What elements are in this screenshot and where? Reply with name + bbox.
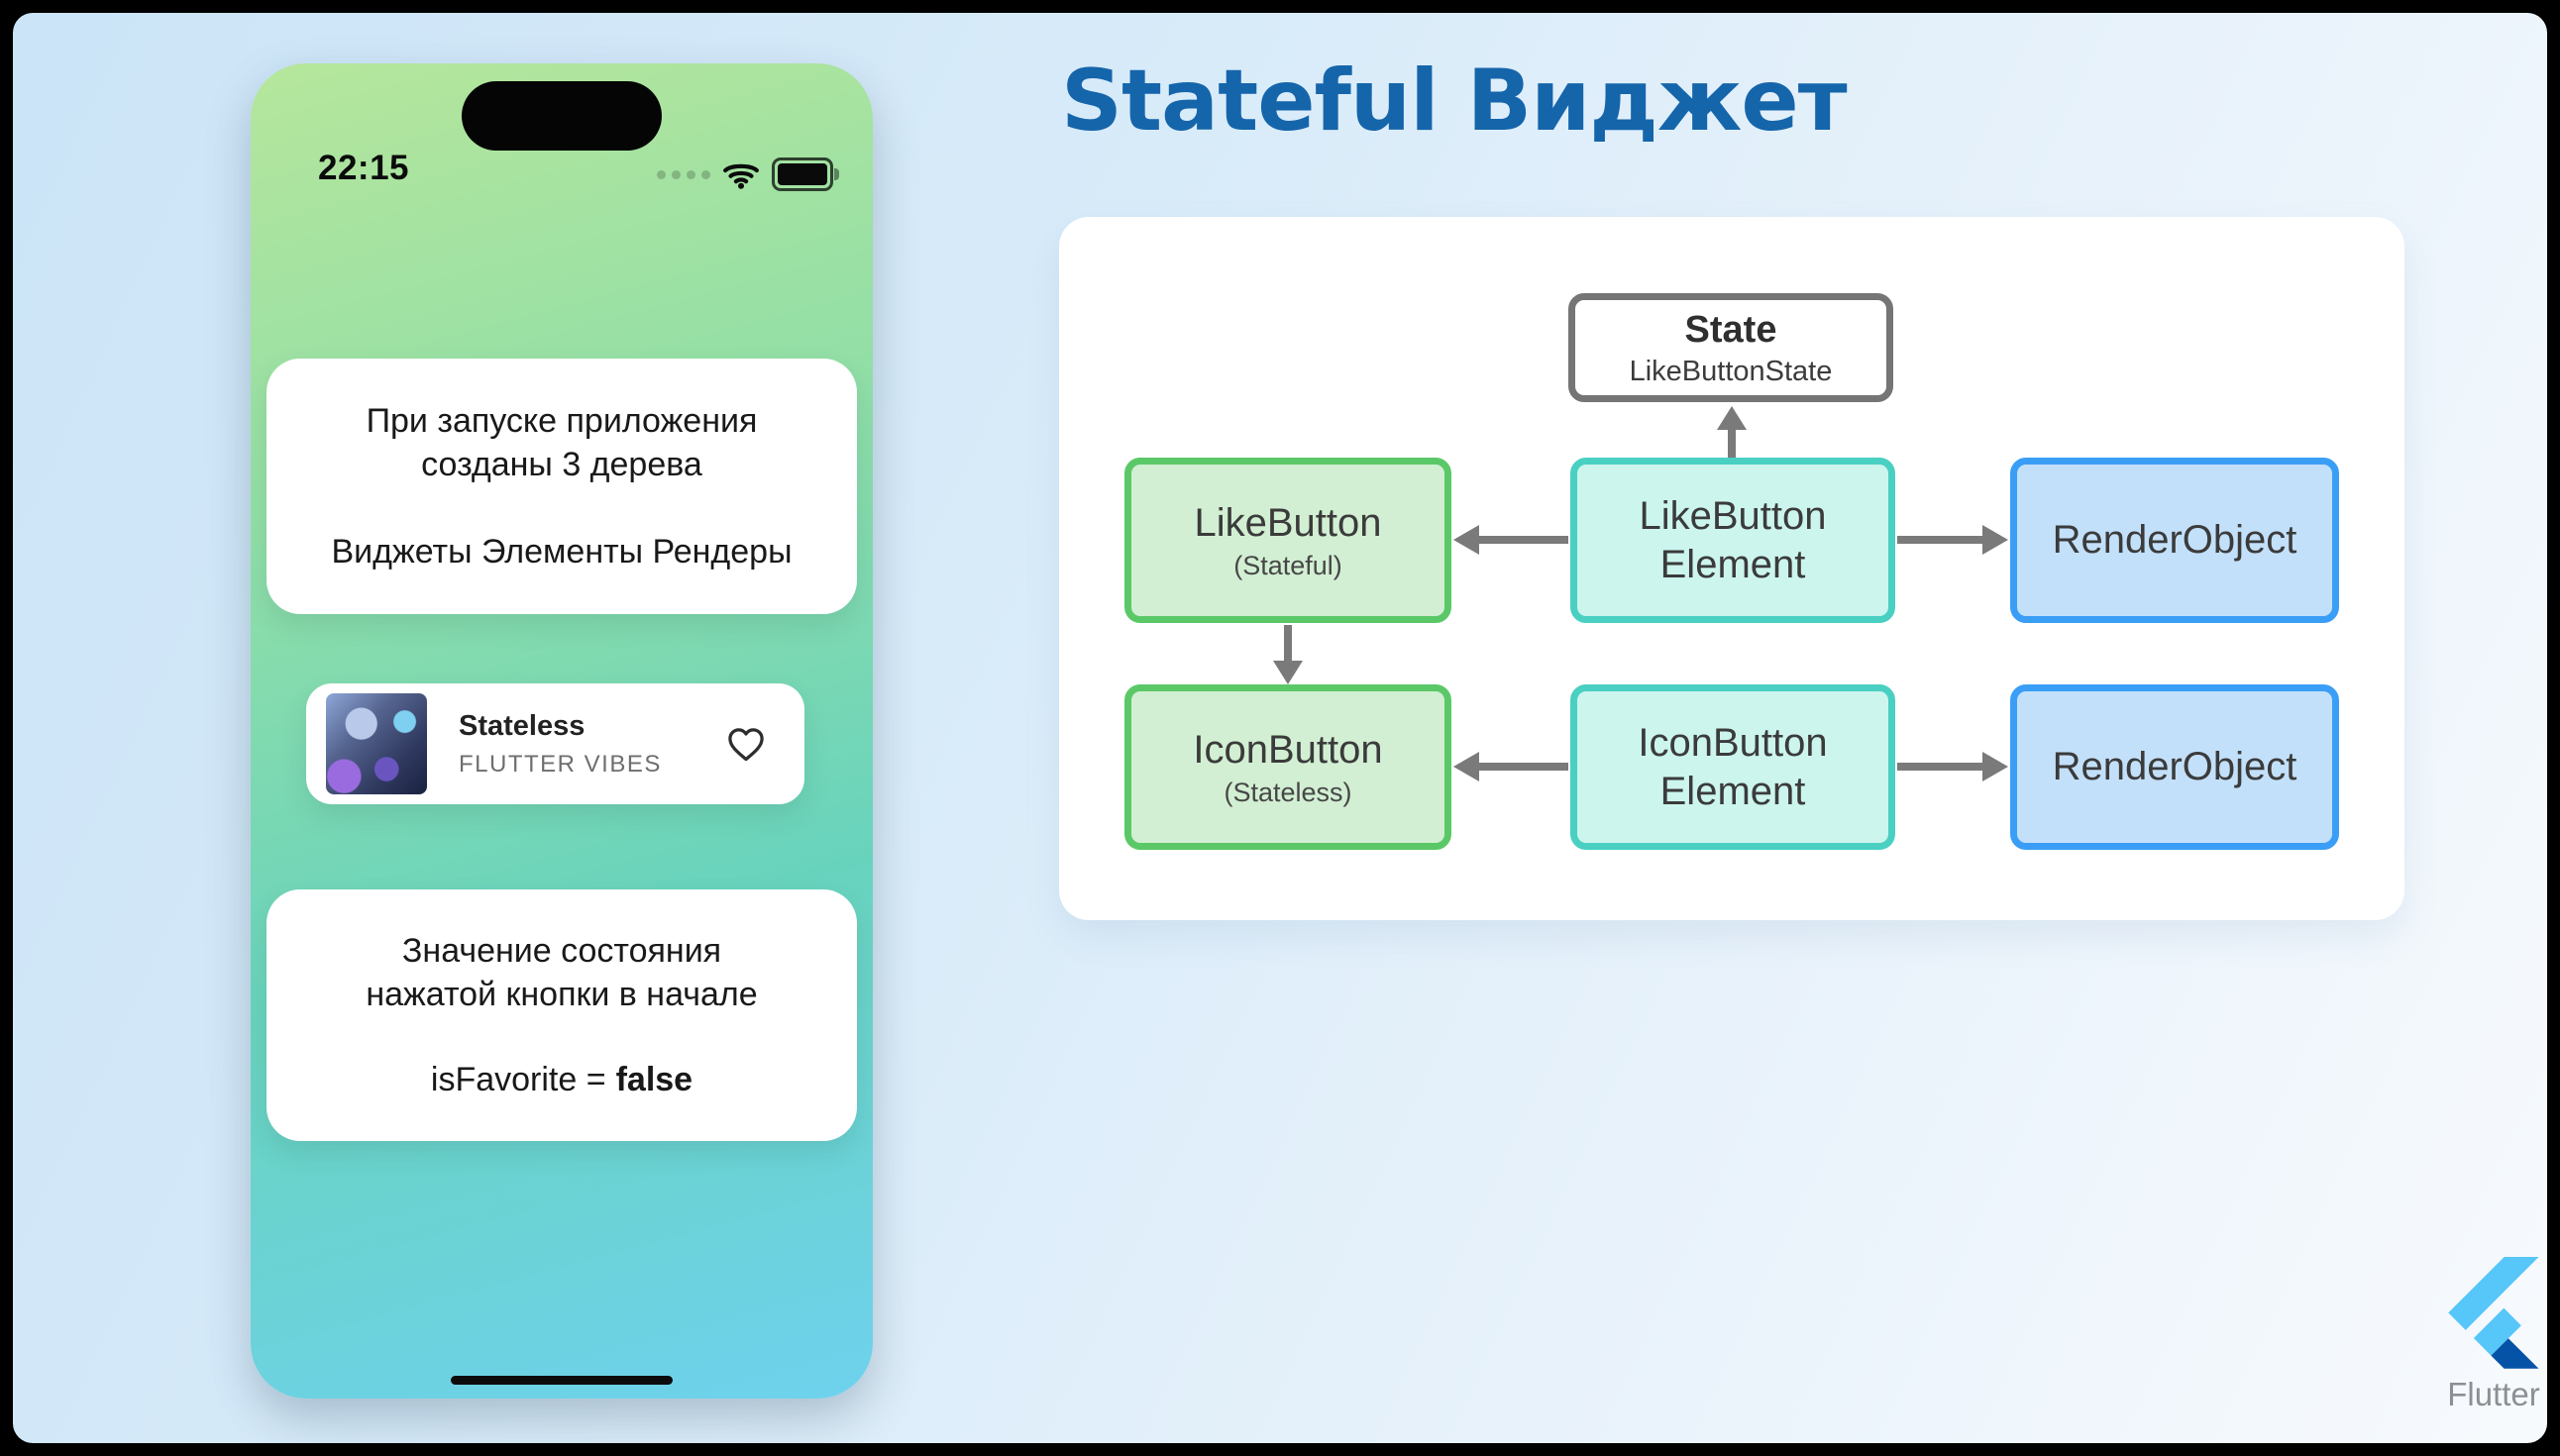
card-text: При запуске приложения созданы 3 дерева <box>366 401 758 483</box>
card-text: Виджеты Элементы Рендеры <box>331 533 793 572</box>
phone-mockup: 22:15 При запуске приложения созданы 3 д… <box>251 63 873 1399</box>
track-subtitle: FLUTTER VIBES <box>459 750 662 778</box>
page-title: Stateful Виджет <box>1061 52 1848 151</box>
status-time: 22:15 <box>318 149 410 187</box>
battery-icon <box>772 157 839 191</box>
renderobject-box-2: RenderObject <box>2010 684 2339 850</box>
info-card-state: Значение состояния нажатой кнопки в нача… <box>267 889 857 1141</box>
track-title: Stateless <box>459 709 586 742</box>
state-box-title: State <box>1684 309 1777 352</box>
cellular-dots-icon <box>657 169 710 179</box>
arrow-left-row2 <box>1453 752 1568 781</box>
arrow-right-row1 <box>1897 525 2008 555</box>
renderobject-box-1: RenderObject <box>2010 458 2339 623</box>
info-card-trees: При запуске приложения созданы 3 дерева … <box>267 359 857 614</box>
flutter-logo-icon <box>2448 1257 2539 1369</box>
heart-icon <box>728 728 764 762</box>
state-box-subtitle: LikeButtonState <box>1629 355 1833 387</box>
slide: 22:15 При запуске приложения созданы 3 д… <box>13 13 2547 1443</box>
flutter-brand: Flutter <box>2434 1257 2547 1413</box>
music-meta: Stateless FLUTTER VIBES <box>459 710 662 779</box>
card-text: Значение состояния нажатой кнопки в нача… <box>366 931 758 1013</box>
home-indicator[interactable] <box>451 1376 673 1385</box>
code-line: isFavorite =false <box>430 1061 693 1099</box>
flutter-brand-label: Flutter <box>2447 1376 2540 1412</box>
likebutton-widget-box: LikeButton (Stateful) <box>1124 458 1451 623</box>
music-tile: Stateless FLUTTER VIBES <box>306 683 804 804</box>
arrow-left-row1 <box>1453 525 1568 555</box>
status-bar: 22:15 <box>251 63 873 191</box>
diagram-panel: State LikeButtonState LikeButton (Statef… <box>1059 217 2404 920</box>
iconbutton-widget-box: IconButton (Stateless) <box>1124 684 1451 850</box>
arrow-down-to-iconbutton <box>1271 625 1305 684</box>
state-box: State LikeButtonState <box>1568 293 1893 402</box>
wifi-icon <box>723 163 759 189</box>
arrow-up-to-state <box>1715 406 1749 458</box>
album-art <box>326 693 427 794</box>
dynamic-island <box>462 81 662 151</box>
like-button[interactable] <box>721 719 771 769</box>
status-icons <box>657 156 839 192</box>
arrow-right-row2 <box>1897 752 2008 781</box>
